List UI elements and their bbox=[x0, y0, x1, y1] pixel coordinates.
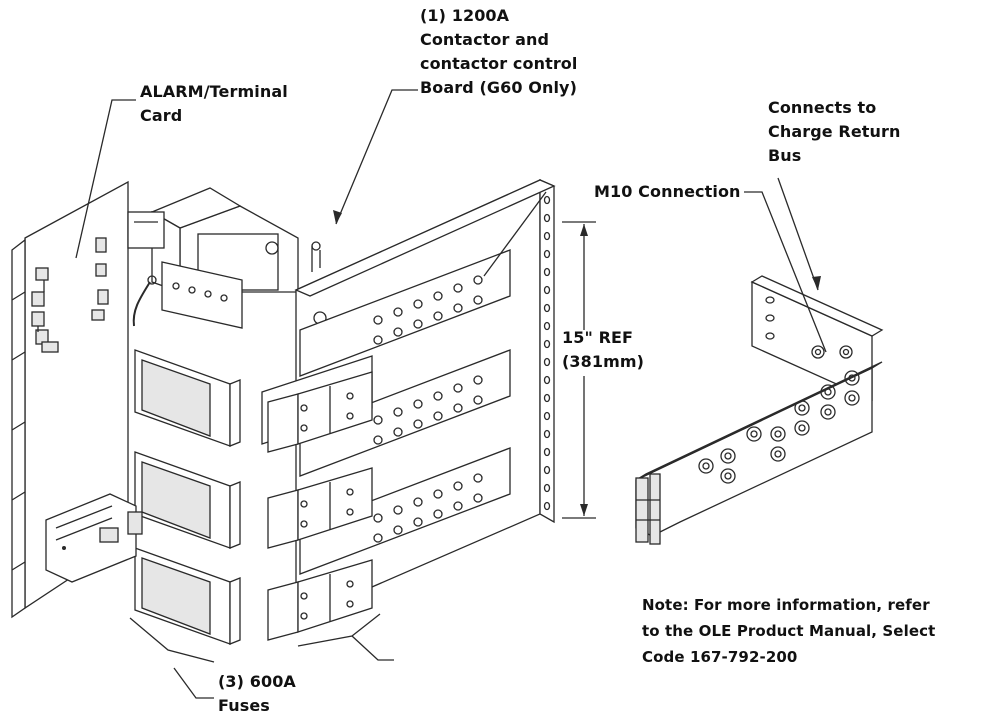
dimension-15in bbox=[562, 221, 596, 519]
contactor-label-line2: Contactor and bbox=[420, 30, 550, 49]
alarm-label: ALARM/Terminal Card bbox=[140, 80, 288, 128]
note-line1: Note: For more information, refer bbox=[642, 596, 930, 614]
note-text: Note: For more information, refer to the… bbox=[642, 592, 935, 670]
note-line3: Code 167-792-200 bbox=[642, 648, 798, 666]
m10-connection-label: M10 Connection bbox=[594, 180, 741, 204]
plate-edge-holes bbox=[543, 195, 551, 511]
fuse-middle bbox=[134, 451, 373, 549]
contactor-label: (1) 1200A Contactor and contactor contro… bbox=[420, 4, 577, 100]
fuses-label-line1: (3) 600A bbox=[218, 672, 296, 691]
connects-label: Connects to Charge Return Bus bbox=[768, 96, 901, 168]
dimension-label-line1: 15" REF bbox=[562, 328, 634, 347]
lower-control-board bbox=[45, 493, 143, 583]
bracket-terminal-studs bbox=[698, 345, 860, 484]
fuse-top bbox=[134, 349, 373, 453]
contactor-label-line4: Board (G60 Only) bbox=[420, 78, 577, 97]
dimension-label: 15" REF (381mm) bbox=[562, 326, 644, 374]
contactor-1200a bbox=[127, 187, 299, 329]
bus-bar-middle bbox=[299, 349, 511, 477]
fuses-label-line2: Fuses bbox=[218, 696, 270, 715]
alarm-label-line2: Card bbox=[140, 106, 183, 125]
charge-return-bus-bracket bbox=[635, 275, 884, 545]
contactor-label-line3: contactor control bbox=[420, 54, 578, 73]
dimension-label-line2: (381mm) bbox=[562, 352, 645, 371]
fuses-label: (3) 600A Fuses bbox=[218, 670, 296, 718]
bus-bar-top bbox=[299, 249, 511, 377]
connects-label-line3: Bus bbox=[768, 146, 802, 165]
m10-connection-text: M10 Connection bbox=[594, 182, 741, 201]
fuse-bottom bbox=[134, 547, 373, 645]
connects-label-line2: Charge Return bbox=[768, 122, 901, 141]
note-line2: to the OLE Product Manual, Select bbox=[642, 622, 936, 640]
bus-bar-bottom bbox=[299, 447, 511, 575]
connects-label-line1: Connects to bbox=[768, 98, 877, 117]
contactor-label-line1: (1) 1200A bbox=[420, 6, 510, 25]
alarm-label-line1: ALARM/Terminal bbox=[140, 82, 288, 101]
leader-lines bbox=[75, 89, 827, 699]
